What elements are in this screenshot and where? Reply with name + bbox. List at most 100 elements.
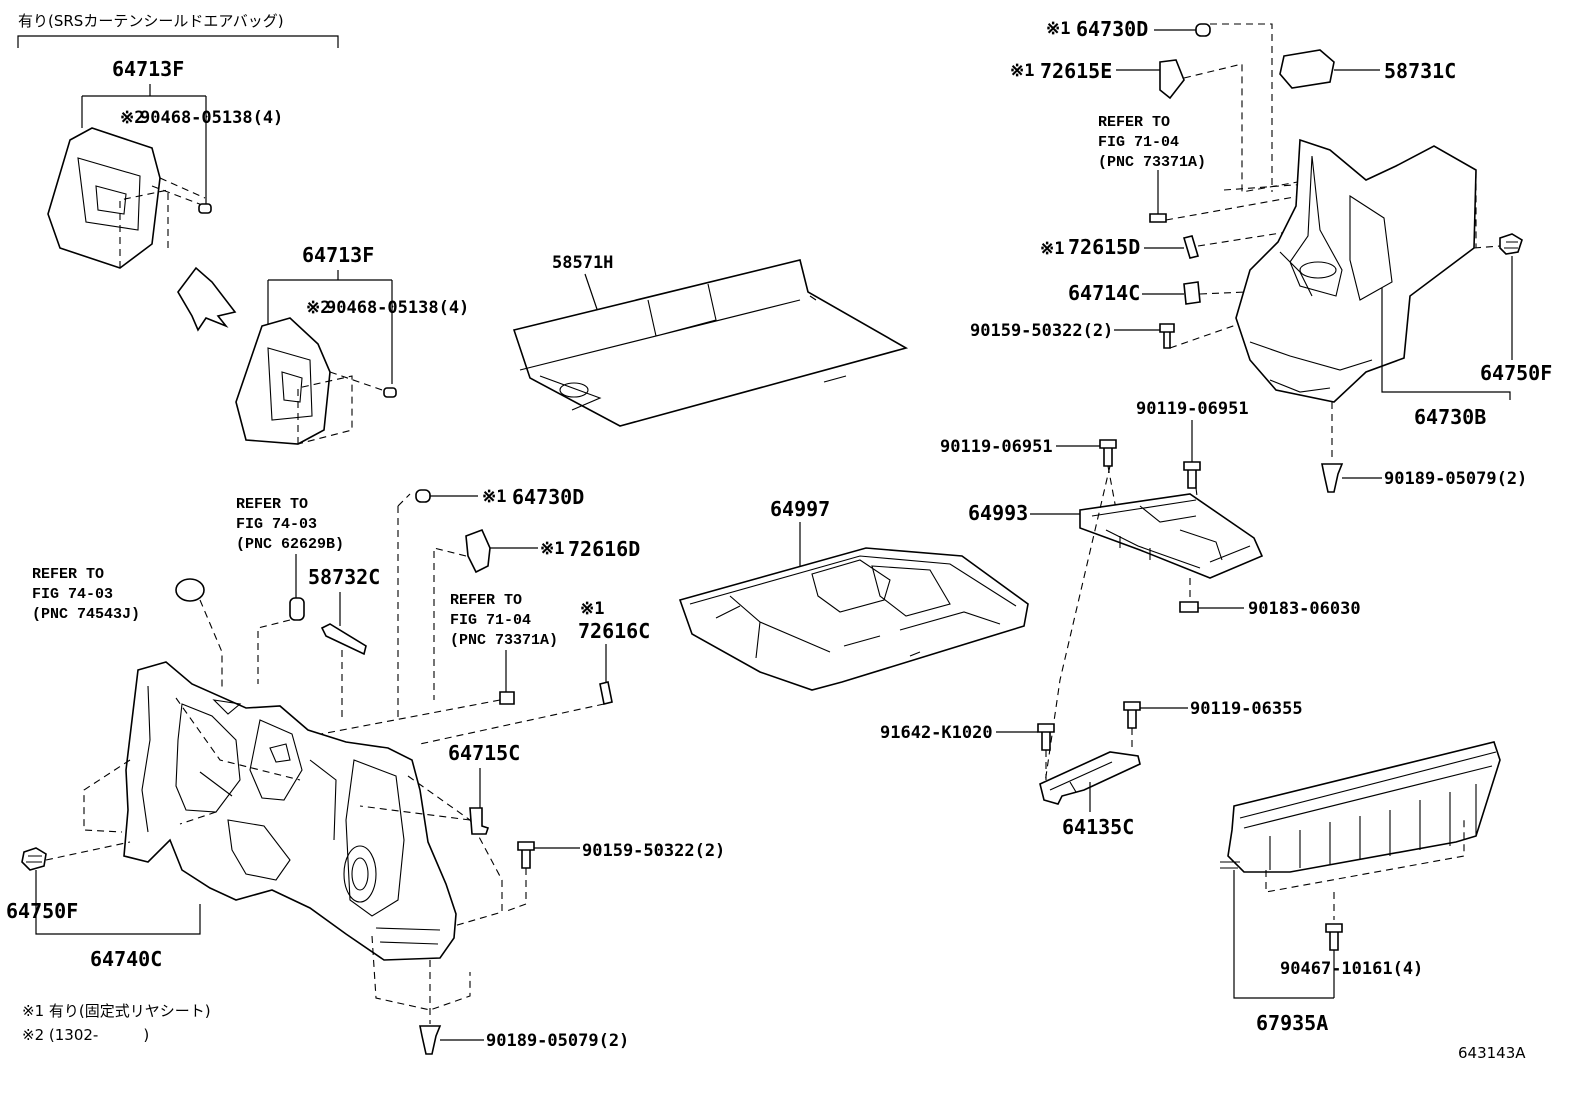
label-90189-right: 90189-05079(2)	[1384, 469, 1527, 489]
trim-panel-64713F-upper	[47, 127, 212, 269]
trim-panel-64713F-lower	[235, 317, 397, 445]
bracket-64135C	[1039, 751, 1141, 805]
screw-90119-left	[1099, 439, 1117, 467]
label-64713F-upper: 64713F	[112, 57, 184, 81]
svg-text:(PNC 73371A): (PNC 73371A)	[1098, 154, 1206, 171]
clip-62629B	[289, 597, 305, 621]
label-90189-left: 90189-05079(2)	[486, 1031, 629, 1051]
screw-90467	[1325, 923, 1343, 951]
clip-73371A-lower	[499, 691, 515, 705]
leader-67935A	[1233, 870, 1334, 999]
mark-2-upper: ※2	[120, 108, 144, 128]
sill-plate-67935A	[1220, 741, 1501, 873]
svg-text:FIG 71-04: FIG 71-04	[1098, 134, 1179, 151]
label-64135C: 64135C	[1062, 815, 1134, 839]
mark-1-64730D-mid: ※1	[482, 487, 506, 507]
mark-1-72615D: ※1	[1040, 239, 1064, 259]
label-91642: 91642-K1020	[880, 723, 993, 743]
guide-64740C-body	[83, 697, 503, 1011]
srs-note-bracket	[17, 35, 339, 48]
mark-2-lower: ※2	[306, 298, 330, 318]
guide-72616D	[433, 547, 467, 700]
clip-73371A-upper	[1149, 213, 1167, 223]
mark-1-72616D: ※1	[540, 539, 564, 559]
label-64730D-top: 64730D	[1076, 17, 1148, 41]
label-90468-lower: 90468-05138(4)	[326, 298, 469, 318]
tool-tray-64993	[1079, 493, 1264, 579]
guide-67935A	[1265, 820, 1465, 920]
label-64740C: 64740C	[90, 947, 162, 971]
side-trim-64740C	[123, 661, 457, 961]
clip-72615D	[1182, 235, 1200, 259]
label-72616C: 72616C	[578, 619, 650, 643]
label-72615E: 72615E	[1040, 59, 1112, 83]
clip-64730D-mid	[415, 489, 431, 503]
deck-board-hole	[559, 382, 589, 398]
label-64750F-right: 64750F	[1480, 361, 1552, 385]
label-90119-left: 90119-06951	[940, 437, 1053, 457]
label-58731C: 58731C	[1384, 59, 1456, 83]
label-90467: 90467-10161(4)	[1280, 959, 1423, 979]
svg-text:(PNC 74543J): (PNC 74543J)	[32, 606, 140, 623]
clip-90189-left	[419, 1025, 442, 1055]
leader-64713F-lower	[267, 270, 393, 384]
label-64730D-mid: 64730D	[512, 485, 584, 509]
storage-box-64997	[678, 547, 1029, 691]
refer-fig-71-04-upper: REFER TO FIG 71-04 (PNC 73371A)	[1098, 114, 1206, 171]
svg-text:FIG 74-03: FIG 74-03	[32, 586, 113, 603]
guide-72615E	[1183, 63, 1321, 193]
guide-73371A-lower	[299, 699, 501, 739]
leader-64713F-upper	[81, 84, 207, 210]
screw-90159-left	[517, 841, 535, 869]
label-90159-left: 90159-50322(2)	[582, 841, 725, 861]
label-90468-upper: 90468-05138(4)	[140, 108, 283, 128]
label-64993: 64993	[968, 501, 1028, 525]
clip-90468-lower	[383, 387, 397, 398]
label-64715C: 64715C	[448, 741, 520, 765]
guide-90159-left	[503, 868, 527, 913]
svg-text:REFER TO: REFER TO	[32, 566, 104, 583]
guide-72616C	[419, 703, 605, 745]
cover-74543J	[175, 578, 205, 602]
clip-64715C	[469, 807, 490, 835]
clip-90189-right	[1321, 463, 1344, 493]
cap-58731C	[1279, 49, 1335, 89]
guide-64730D-top	[1210, 23, 1273, 192]
refer-fig-71-04-lower: REFER TO FIG 71-04 (PNC 73371A)	[450, 592, 558, 649]
quarter-trim-64730B	[1235, 138, 1477, 403]
svg-text:(PNC 62629B): (PNC 62629B)	[236, 536, 344, 553]
label-90183: 90183-06030	[1248, 599, 1361, 619]
screw-90159-right	[1159, 323, 1175, 349]
refer-fig-74-03-upper: REFER TO FIG 74-03 (PNC 62629B)	[236, 496, 344, 553]
footnote-2: ※2 (1302- )	[22, 1026, 149, 1044]
mark-1-72615E: ※1	[1010, 61, 1034, 81]
bracket-58732C	[320, 623, 367, 656]
guide-90119-left	[1107, 465, 1119, 521]
guide-64750F-left	[45, 841, 131, 861]
leader-64740C	[35, 870, 201, 935]
clip-90183	[1179, 601, 1199, 613]
clip-64750F-right	[1499, 233, 1523, 255]
cover-72615E	[1159, 59, 1185, 100]
clip-72616D	[465, 528, 491, 574]
label-64713F-lower: 64713F	[302, 243, 374, 267]
label-72615D: 72615D	[1068, 235, 1140, 259]
label-67935A: 67935A	[1256, 1011, 1328, 1035]
guide-tray-to-bracket	[1043, 465, 1111, 791]
view-direction-arrow-icon	[177, 266, 237, 332]
label-90119-06355: 90119-06355	[1190, 699, 1303, 719]
label-90119-right-top: 90119-06951	[1136, 399, 1249, 419]
mark-1-72616C: ※1	[580, 599, 604, 619]
clip-64730D-top	[1195, 23, 1211, 37]
guide-64730D-mid-a	[397, 493, 411, 507]
footnote-1: ※1 有り(固定式リヤシート)	[22, 1002, 211, 1020]
figure-number: 643143A	[1458, 1044, 1526, 1062]
guide-64714C	[1199, 291, 1247, 295]
guide-74543J	[199, 599, 223, 690]
label-64997: 64997	[770, 497, 830, 521]
label-64750F-left: 64750F	[6, 899, 78, 923]
guide-64715C	[359, 805, 471, 821]
guide-62629B	[257, 619, 291, 684]
clip-90468-upper	[198, 203, 212, 214]
refer-fig-74-03-lower: REFER TO FIG 74-03 (PNC 74543J)	[32, 566, 140, 623]
